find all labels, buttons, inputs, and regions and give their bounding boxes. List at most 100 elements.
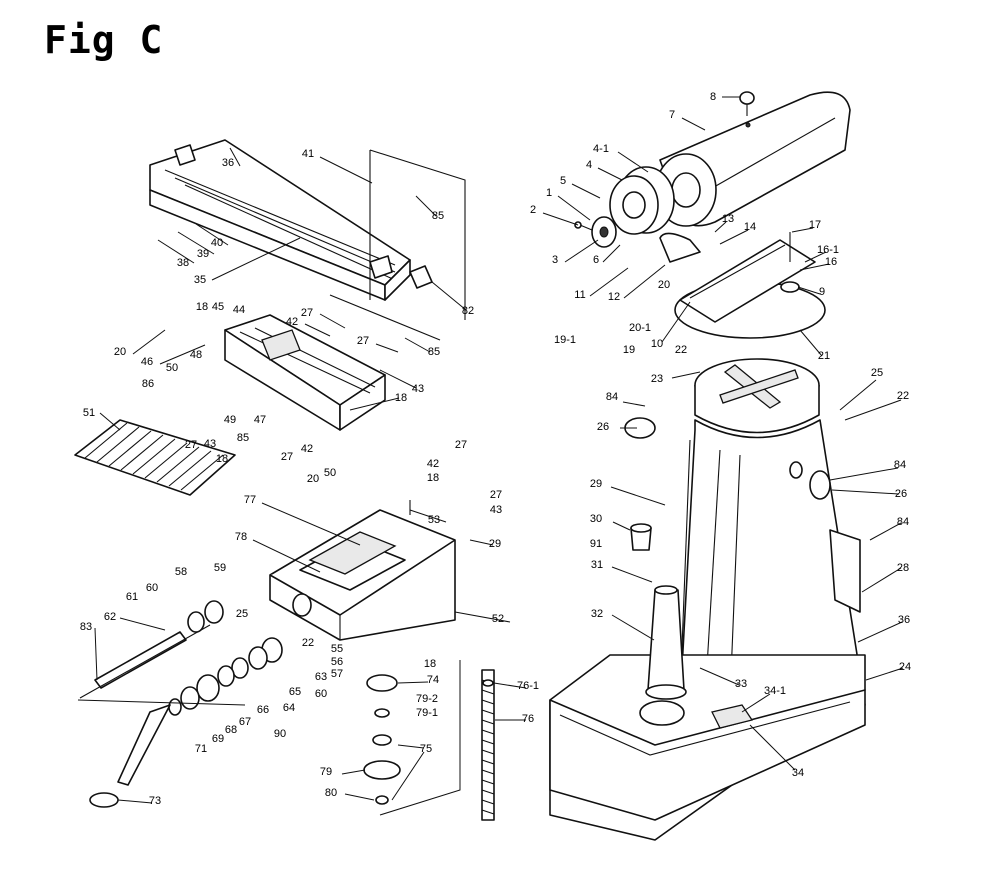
- part-label: 22: [302, 637, 314, 649]
- part-label: 29: [590, 478, 602, 490]
- part-label: 66: [257, 704, 269, 716]
- part-label: 68: [225, 724, 237, 736]
- part-label: 65: [289, 686, 301, 698]
- part-label: 49: [224, 414, 236, 426]
- part-label: 90: [274, 728, 286, 740]
- part-label: 47: [254, 414, 266, 426]
- part-label: 85: [428, 346, 440, 358]
- part-label: 34: [792, 767, 804, 779]
- part-label: 45: [212, 301, 224, 313]
- chip-guard-51: [74, 419, 236, 496]
- gear-74: [363, 674, 401, 805]
- part-label: 20: [114, 346, 126, 358]
- part-label: 75: [420, 743, 432, 755]
- part-label: 51: [83, 407, 95, 419]
- part-label: 11: [574, 289, 585, 301]
- adapter-plate-4: [609, 166, 675, 235]
- part-label: 7: [669, 109, 675, 121]
- part-label: 1: [546, 187, 552, 199]
- part-label: 78: [235, 531, 247, 543]
- part-label: 50: [324, 467, 336, 479]
- part-label: 77: [244, 494, 256, 506]
- part-label: 80: [325, 787, 337, 799]
- part-label: 85: [432, 210, 444, 222]
- part-label: 84: [894, 459, 906, 471]
- part-label: 5: [560, 175, 566, 187]
- part-label: 36: [222, 157, 234, 169]
- part-label: 18: [427, 472, 439, 484]
- part-label: 40: [211, 237, 223, 249]
- part-label: 69: [212, 733, 224, 745]
- part-label: 18: [196, 301, 208, 313]
- part-label: 32: [591, 608, 603, 620]
- part-label: 85: [237, 432, 249, 444]
- part-label: 43: [412, 383, 424, 395]
- part-label: 16: [825, 256, 837, 268]
- part-label: 83: [80, 621, 92, 633]
- part-label: 12: [608, 291, 620, 303]
- part-label: 20-1: [629, 322, 651, 334]
- part-label: 39: [197, 248, 209, 260]
- part-label: 38: [177, 257, 189, 269]
- ram-turret-23: [694, 358, 820, 434]
- leadscrew-62: [79, 624, 211, 699]
- part-label: 79-2: [416, 693, 438, 705]
- part-label: 53: [428, 514, 440, 526]
- part-label: 6: [593, 254, 599, 266]
- part-label: 55: [331, 643, 343, 655]
- part-label: 19-1: [554, 334, 576, 346]
- eye-bolt-8: [739, 91, 755, 116]
- part-label: 24: [899, 661, 911, 673]
- part-label: 23: [651, 373, 663, 385]
- part-label: 18: [216, 453, 228, 465]
- part-label: 31: [591, 559, 603, 571]
- part-label: 36: [898, 614, 910, 626]
- part-label: 46: [141, 356, 153, 368]
- part-label: 48: [190, 349, 202, 361]
- part-label: 17: [809, 219, 821, 231]
- part-label: 30: [590, 513, 602, 525]
- part-label: 73: [149, 795, 161, 807]
- part-label: 10: [651, 338, 663, 350]
- cover-plate-41: [329, 149, 466, 341]
- part-label: 61: [126, 591, 138, 603]
- part-label: 62: [104, 611, 116, 623]
- bracket-82: [409, 265, 433, 289]
- figure-title: Fig C: [44, 18, 164, 62]
- part-label: 82: [462, 305, 474, 317]
- part-label: 13: [722, 213, 734, 225]
- bushing-30: [630, 523, 652, 551]
- part-label: 26: [895, 488, 907, 500]
- elevating-screw-76: [481, 669, 495, 821]
- part-label: 44: [233, 304, 245, 316]
- part-label: 60: [315, 688, 327, 700]
- part-label: 58: [175, 566, 187, 578]
- part-label: 34-1: [764, 685, 786, 697]
- part-label: 8: [710, 91, 716, 103]
- part-label: 91: [590, 538, 602, 550]
- part-label: 27: [281, 451, 293, 463]
- part-label: 71: [195, 743, 207, 755]
- part-label: 27: [357, 335, 369, 347]
- part-label: 28: [897, 562, 909, 574]
- part-label: 16-1: [817, 244, 839, 256]
- table-35: [149, 139, 411, 301]
- part-label: 27: [490, 489, 502, 501]
- part-label: 4: [586, 159, 592, 171]
- part-label: 20: [658, 279, 670, 291]
- part-label: 50: [166, 362, 178, 374]
- saddle-44: [224, 314, 386, 431]
- part-label: 19: [623, 344, 635, 356]
- crank-handle-73: [89, 704, 171, 808]
- part-label: 27: [301, 307, 313, 319]
- part-label: 76-1: [517, 680, 539, 692]
- part-label: 35: [194, 274, 206, 286]
- swivel-base-21: [659, 232, 826, 339]
- part-label: 2: [530, 204, 536, 216]
- part-label: 42: [427, 458, 439, 470]
- part-label: 79: [320, 766, 332, 778]
- part-label: 25: [871, 367, 883, 379]
- part-label: 27: [455, 439, 467, 451]
